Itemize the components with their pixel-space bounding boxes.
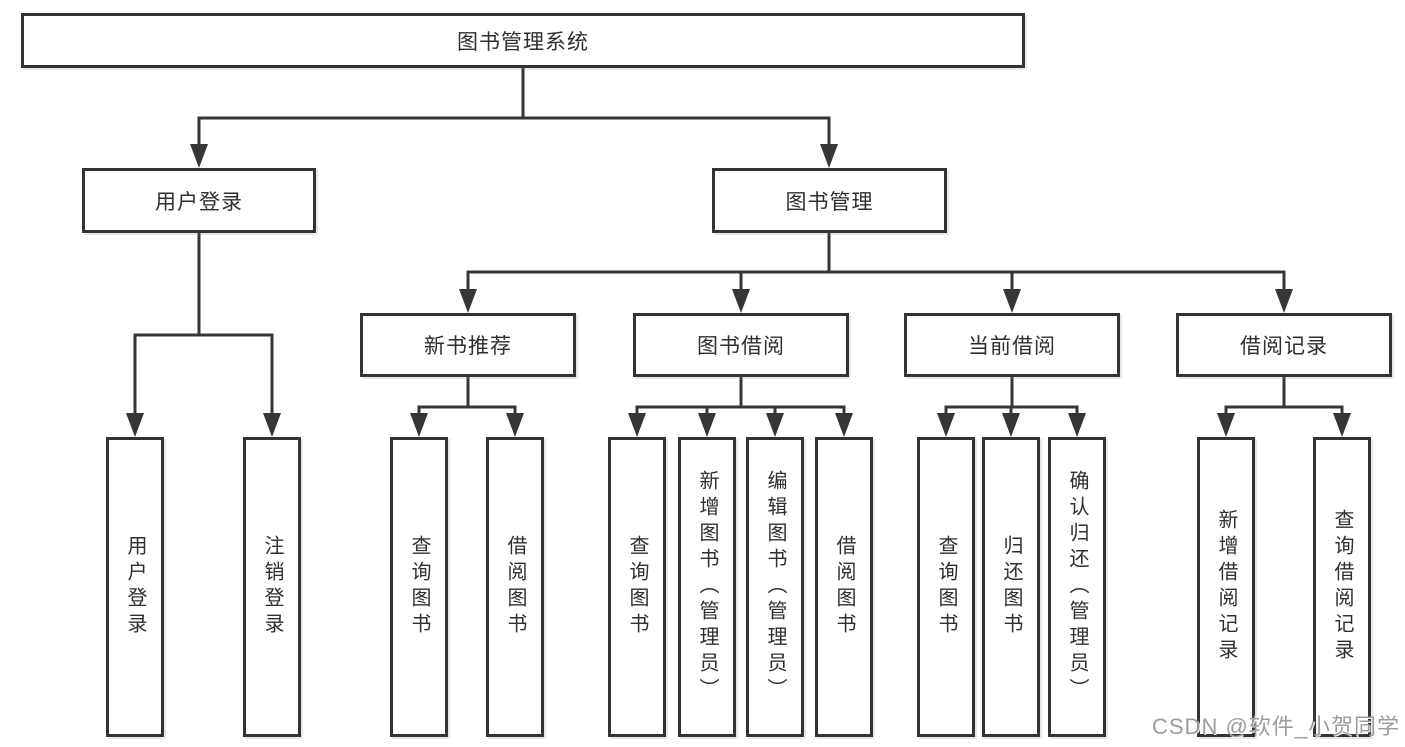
arrowhead-icon [698, 413, 716, 437]
leaf-borrow-books-recommend: 借阅图书 [486, 437, 544, 737]
leaf-return-book: 归还图书 [982, 437, 1040, 737]
node-root-system: 图书管理系统 [21, 13, 1025, 68]
arrowhead-icon [766, 413, 784, 437]
connector-user-login-to-leaves [126, 231, 281, 437]
arrowhead-icon [126, 413, 144, 437]
connector-borrow-records-to-leaves [1217, 375, 1351, 437]
leaf-borrow-books: 借阅图书 [815, 437, 873, 737]
leaf-query-books-recommend: 查询图书 [390, 437, 448, 737]
leaf-add-borrow-record: 新增借阅记录 [1197, 437, 1255, 737]
leaf-add-book-admin: 新增图书（管理员） [678, 437, 736, 737]
arrowhead-icon [1003, 289, 1021, 313]
connector-book-borrow-to-leaves [628, 375, 853, 437]
node-new-book-recommend: 新书推荐 [360, 313, 576, 377]
leaf-logout: 注销登录 [243, 437, 301, 737]
arrowhead-icon [937, 413, 955, 437]
connector-book-management-to-level3 [459, 231, 1293, 313]
node-current-borrow: 当前借阅 [904, 313, 1120, 377]
node-borrow-records: 借阅记录 [1176, 313, 1392, 377]
arrowhead-icon [1002, 413, 1020, 437]
connector-current-borrow-to-leaves [937, 375, 1086, 437]
node-book-management: 图书管理 [712, 168, 947, 233]
arrowhead-icon [459, 289, 477, 313]
arrowhead-icon [1275, 289, 1293, 313]
arrowhead-icon [263, 413, 281, 437]
arrowhead-icon [732, 289, 750, 313]
node-book-borrow: 图书借阅 [633, 313, 849, 377]
arrowhead-icon [820, 144, 838, 168]
csdn-watermark: CSDN @软件_小贺同学 [1152, 714, 1401, 739]
arrowhead-icon [835, 413, 853, 437]
leaf-confirm-return-admin: 确认归还（管理员） [1048, 437, 1106, 737]
arrowhead-icon [190, 144, 208, 168]
leaf-query-books-current: 查询图书 [917, 437, 975, 737]
leaf-query-borrow-record: 查询借阅记录 [1313, 437, 1371, 737]
connector-root-to-level2 [190, 66, 838, 168]
leaf-query-books-borrow: 查询图书 [608, 437, 666, 737]
arrowhead-icon [410, 413, 428, 437]
leaf-edit-book-admin: 编辑图书（管理员） [746, 437, 804, 737]
connector-new-book-recommend-to-leaves [410, 375, 524, 437]
arrowhead-icon [506, 413, 524, 437]
arrowhead-icon [1068, 413, 1086, 437]
arrowhead-icon [628, 413, 646, 437]
leaf-user-login: 用户登录 [106, 437, 164, 737]
arrowhead-icon [1217, 413, 1235, 437]
arrowhead-icon [1333, 413, 1351, 437]
node-user-login: 用户登录 [82, 168, 316, 233]
